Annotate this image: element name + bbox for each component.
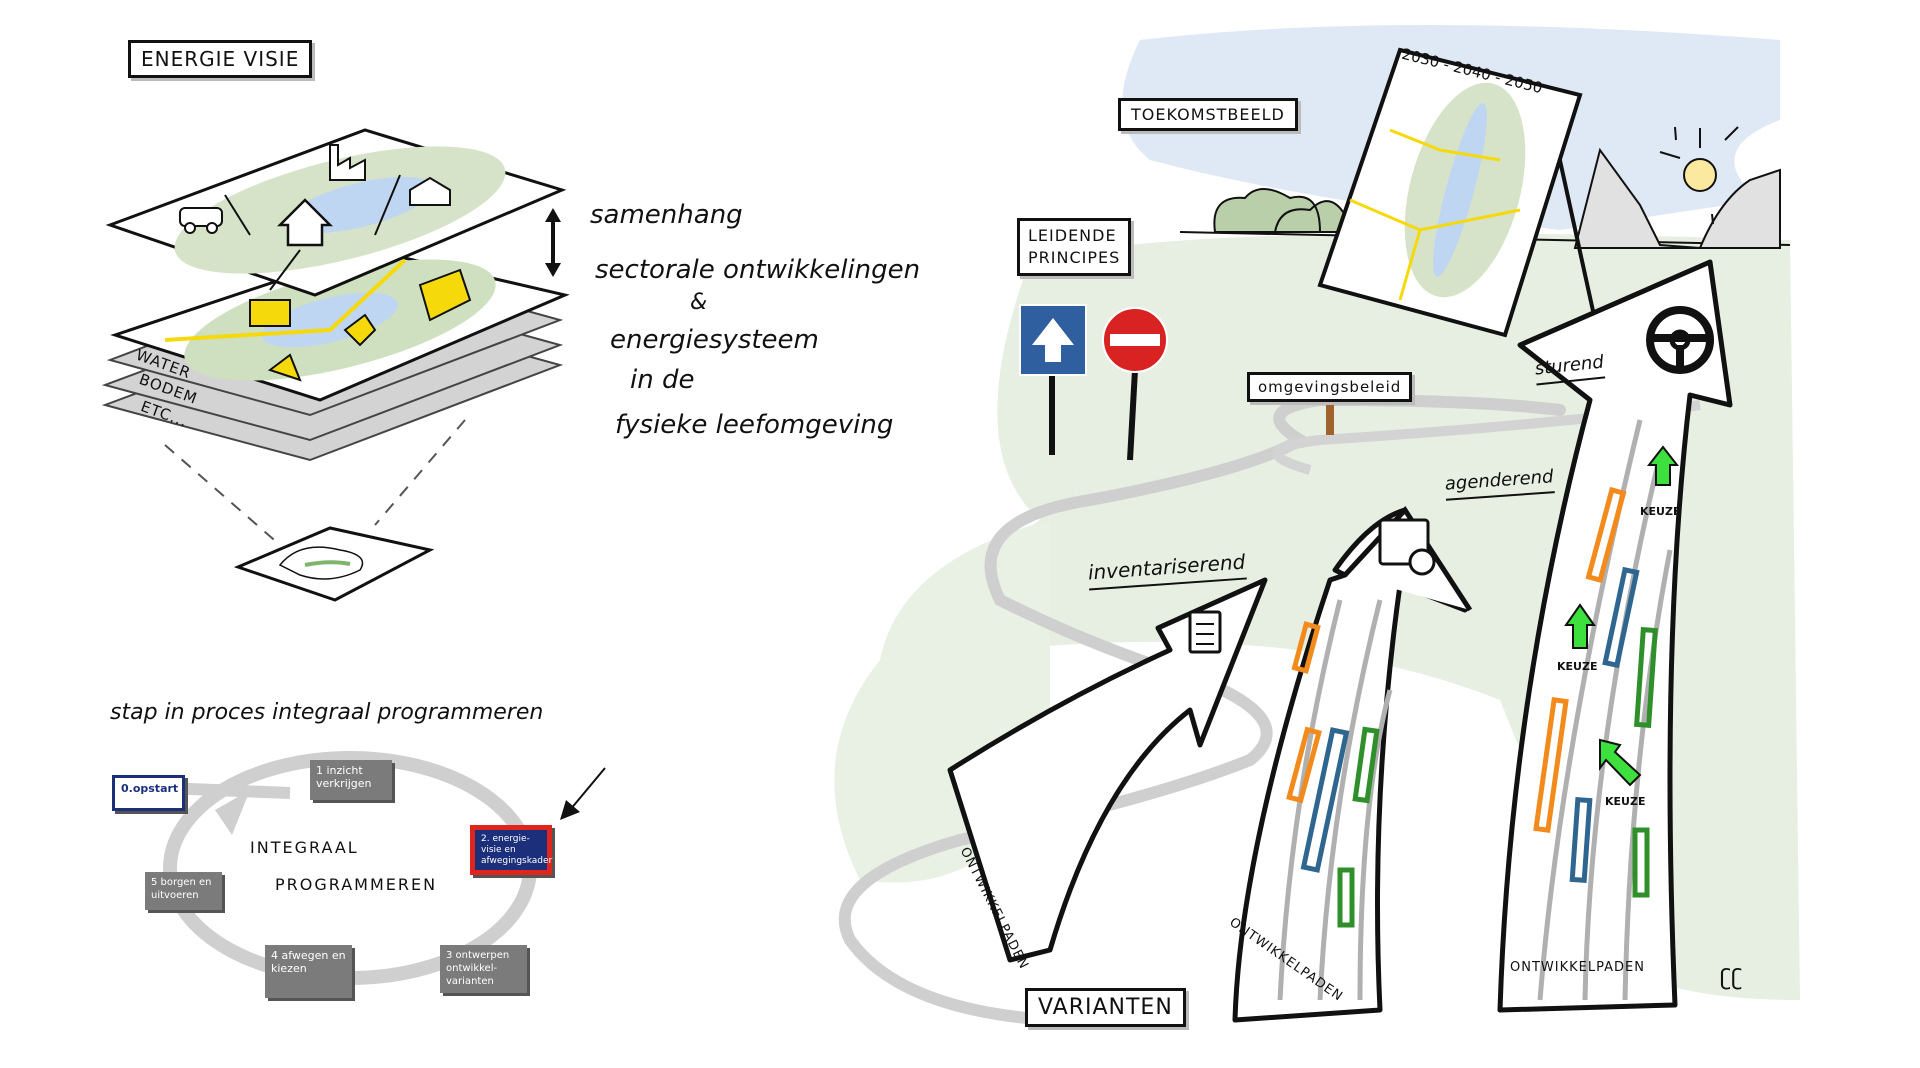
- greenhouse-icon: [409, 176, 451, 206]
- toekomstbeeld-label: TOEKOMSTBEELD: [1118, 98, 1298, 131]
- process-heading: stap in proces integraal programmeren: [110, 700, 544, 725]
- process-center-line1: INTEGRAAL: [250, 838, 359, 857]
- one-way-sign-icon: [1019, 304, 1087, 455]
- windmill-icon: [343, 313, 377, 347]
- choice-arrow-icon: [1564, 445, 1680, 787]
- annotation-fysieke-leefomgeving: fysieke leefomgeving: [615, 410, 894, 440]
- power-pylon-icon: [418, 268, 472, 322]
- omgevingsbeleid-sign: omgevingsbeleid: [1247, 372, 1413, 402]
- annotation-sectorale: sectorale ontwikkelingen: [595, 255, 921, 285]
- factory-icon: [329, 144, 366, 181]
- pointer-arrow: [569, 767, 606, 811]
- winding-road: [838, 393, 1566, 1026]
- substation-icon: [267, 353, 302, 382]
- annotation-ampersand: &: [690, 290, 708, 315]
- solar-panel-icon: [249, 299, 291, 327]
- process-step-3[interactable]: 3 ontwerpen ontwikkel-varianten: [440, 945, 527, 993]
- no-entry-sign-icon: [1102, 307, 1168, 461]
- annotation-in-de: in de: [630, 365, 695, 395]
- leidende-line2: PRINCIPES: [1028, 248, 1121, 267]
- signature: ʗʗ: [1720, 966, 1742, 991]
- arrow-sturend: [1497, 259, 1733, 1013]
- leidende-line1: LEIDENDE: [1028, 226, 1117, 245]
- sun-icon: [1659, 126, 1739, 225]
- development-paths: [1277, 419, 1673, 1001]
- process-step-2[interactable]: 2. energie-visie en afwegingskader: [470, 825, 552, 875]
- keuze-label-1: KEUZE: [1640, 505, 1681, 518]
- arrow-inventariserend: [947, 577, 1268, 963]
- future-map-easel: [1317, 47, 1597, 338]
- process-step-0[interactable]: 0.opstart: [112, 775, 185, 811]
- arrow-agenderend: [1232, 507, 1468, 1023]
- keuze-label-3: KEUZE: [1605, 795, 1646, 808]
- annotation-samenhang: samenhang: [590, 200, 743, 230]
- annotation-energiesysteem: energiesysteem: [610, 325, 819, 355]
- process-step-1[interactable]: 1 inzicht verkrijgen: [310, 760, 392, 800]
- bushes: [1213, 188, 1346, 233]
- varianten-label: VARIANTEN: [1025, 988, 1186, 1027]
- clipboard-icon: [1188, 610, 1222, 654]
- double-arrow-icon: [545, 208, 561, 277]
- steering-wheel-icon: [1646, 306, 1714, 374]
- car-icon: [179, 207, 223, 234]
- process-center-line2: PROGRAMMEREN: [275, 875, 438, 894]
- keuze-label-2: KEUZE: [1557, 660, 1598, 673]
- mountains: [1573, 147, 1781, 250]
- map-layer-stack: [101, 128, 570, 462]
- process-step-5[interactable]: 5 borgen en uitvoeren: [145, 872, 222, 910]
- house-icon: [276, 198, 334, 247]
- leidende-principes-label: LEIDENDE PRINCIPES: [1017, 218, 1132, 276]
- calendar-clock-icon: [1378, 518, 1436, 576]
- energie-visie-title: ENERGIE VISIE: [128, 40, 313, 78]
- process-step-4[interactable]: 4 afwegen en kiezen: [265, 945, 352, 998]
- base-label-arrow-3: ONTWIKKELPADEN: [1510, 960, 1645, 975]
